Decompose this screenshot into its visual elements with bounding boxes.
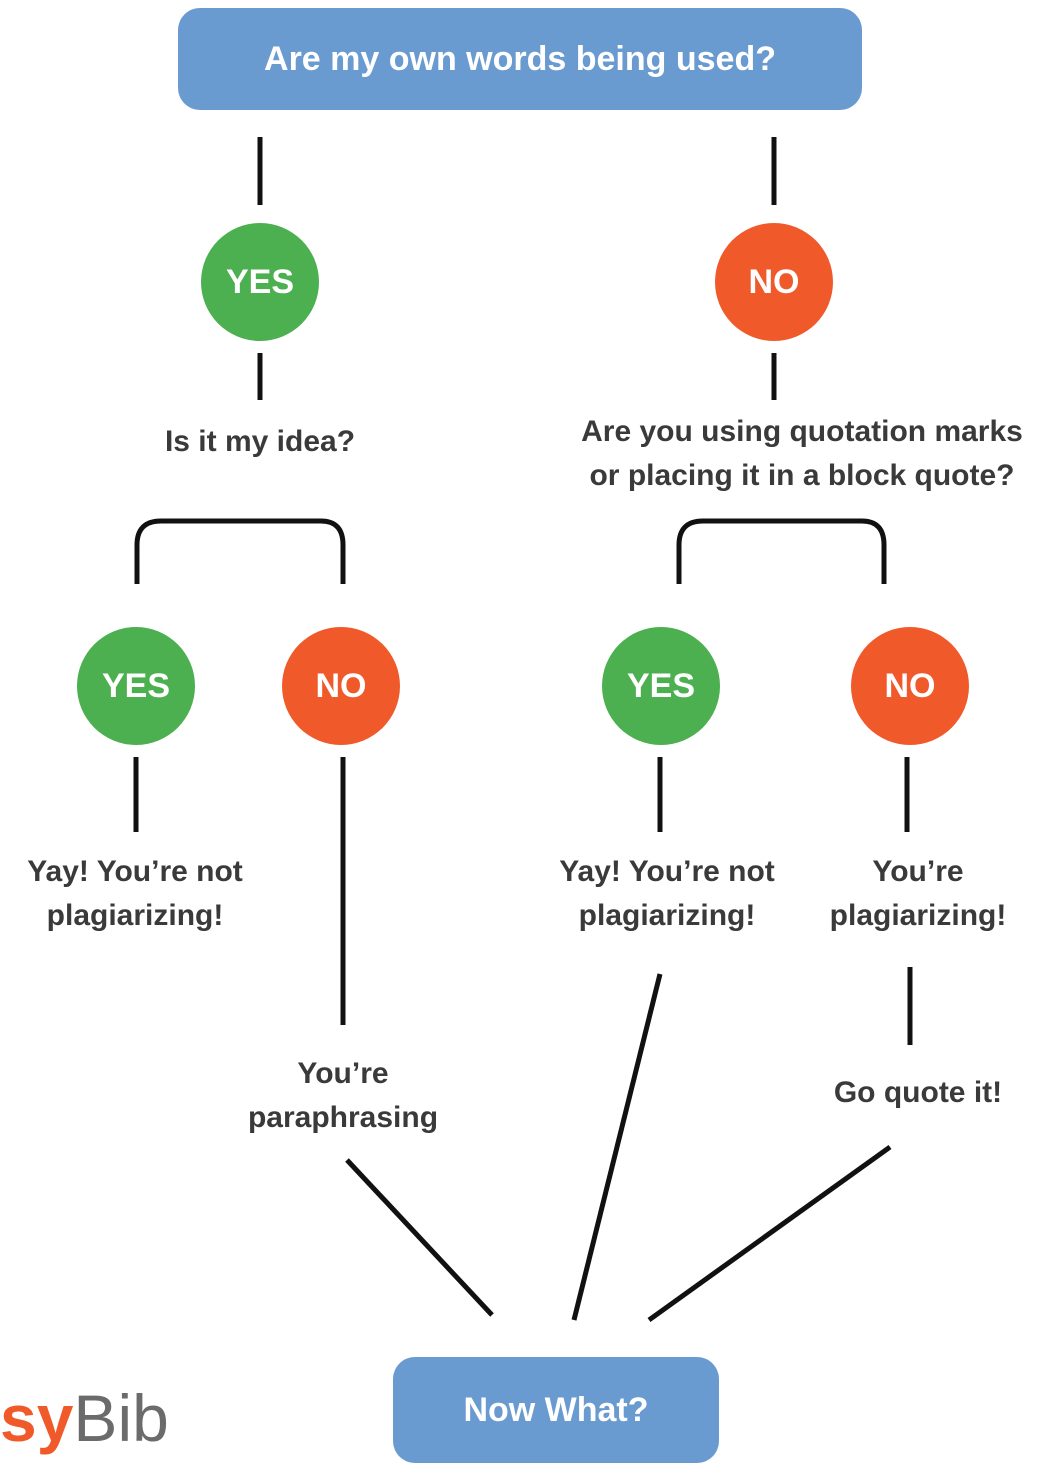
final-text: Now What? [463, 1390, 649, 1429]
question-box-top: Are my own words being used? [178, 8, 862, 110]
connector [345, 1158, 494, 1317]
no-circle-left: NO [282, 627, 400, 745]
no-label: NO [315, 666, 367, 705]
yes-circle-left: YES [77, 627, 195, 745]
outcome-go-quote: Go quote it! [833, 1076, 1003, 1109]
yes-label: YES [626, 666, 696, 705]
final-box: Now What? [393, 1357, 719, 1463]
yes-label: YES [225, 262, 295, 301]
yes-label: YES [101, 666, 171, 705]
no-label: NO [748, 262, 800, 301]
outcome-plagiarizing: You’re plagiarizing! [829, 855, 1007, 932]
no-circle-right: NO [851, 627, 969, 745]
outcome-not-plagiarizing-left: Yay! You’re not plagiarizing! [27, 855, 243, 932]
no-circle-top: NO [715, 223, 833, 341]
yes-circle-top: YES [201, 223, 319, 341]
easybib-logo: syBib [0, 1381, 169, 1455]
question-quotation: Are you using quotation marks or placing… [581, 415, 1023, 492]
no-label: NO [884, 666, 936, 705]
outcome-not-plagiarizing-right: Yay! You’re not plagiarizing! [559, 855, 775, 932]
outcome-paraphrasing: You’re paraphrasing [247, 1057, 439, 1134]
question-idea: Is it my idea? [164, 425, 356, 458]
connector [571, 973, 663, 1321]
yes-circle-right: YES [602, 627, 720, 745]
question-text: Are my own words being used? [264, 39, 776, 78]
bracket-right [676, 518, 887, 584]
bracket-left [134, 518, 346, 584]
connector [647, 1144, 892, 1323]
